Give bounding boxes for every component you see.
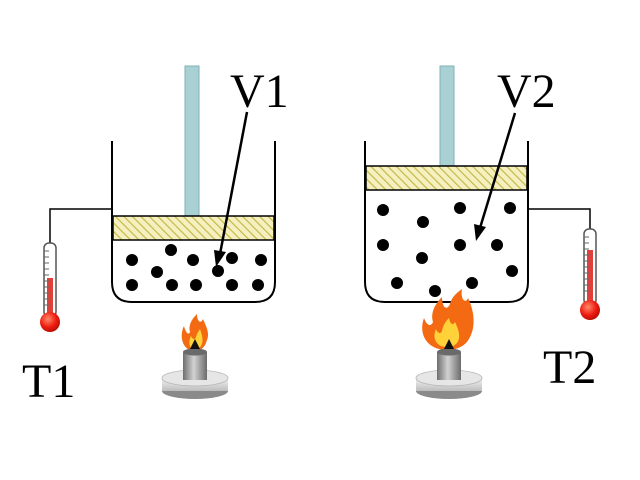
right-thermometer-wire — [528, 208, 591, 229]
left-particles — [126, 244, 267, 291]
particle — [226, 252, 238, 264]
particle — [126, 254, 138, 266]
particle — [126, 279, 138, 291]
flame-icon — [422, 289, 474, 350]
burner-icon — [415, 339, 483, 399]
particle — [429, 285, 441, 297]
piston-icon — [112, 215, 275, 241]
particle — [377, 239, 389, 251]
burner-icon — [161, 339, 229, 399]
particle — [226, 279, 238, 291]
right-apparatus: V2 T2 — [364, 65, 600, 399]
particle — [187, 254, 199, 266]
left-container — [111, 141, 276, 303]
left-piston-rod — [184, 65, 200, 217]
particle — [417, 216, 429, 228]
particle — [377, 204, 389, 216]
piston-icon — [365, 165, 528, 191]
thermometer-icon — [580, 228, 600, 320]
particle — [504, 202, 516, 214]
left-thermometer-wire — [49, 208, 112, 243]
label-v1: V1 — [230, 65, 289, 118]
right-container — [364, 141, 529, 303]
particle — [391, 277, 403, 289]
particle — [255, 254, 267, 266]
particle — [491, 239, 503, 251]
label-t1: T1 — [22, 355, 75, 408]
right-piston-rod — [439, 65, 455, 167]
particle — [166, 279, 178, 291]
particle — [252, 279, 264, 291]
label-t2: T2 — [543, 341, 596, 394]
particle — [212, 265, 224, 277]
label-v2: V2 — [497, 65, 556, 118]
particle — [151, 266, 163, 278]
left-apparatus: V1 T1 — [22, 65, 289, 408]
pointer-arrow-v1 — [218, 111, 249, 255]
particle — [454, 202, 466, 214]
particle — [466, 277, 478, 289]
particle — [416, 252, 428, 264]
particle — [506, 265, 518, 277]
arrowhead-v2 — [474, 224, 486, 241]
thermometer-icon — [40, 242, 60, 332]
arrowhead-v1 — [214, 250, 226, 267]
particle — [454, 239, 466, 251]
particle — [165, 244, 177, 256]
particle — [190, 279, 202, 291]
right-particles — [377, 202, 518, 297]
pointer-arrow-v2 — [478, 112, 517, 229]
